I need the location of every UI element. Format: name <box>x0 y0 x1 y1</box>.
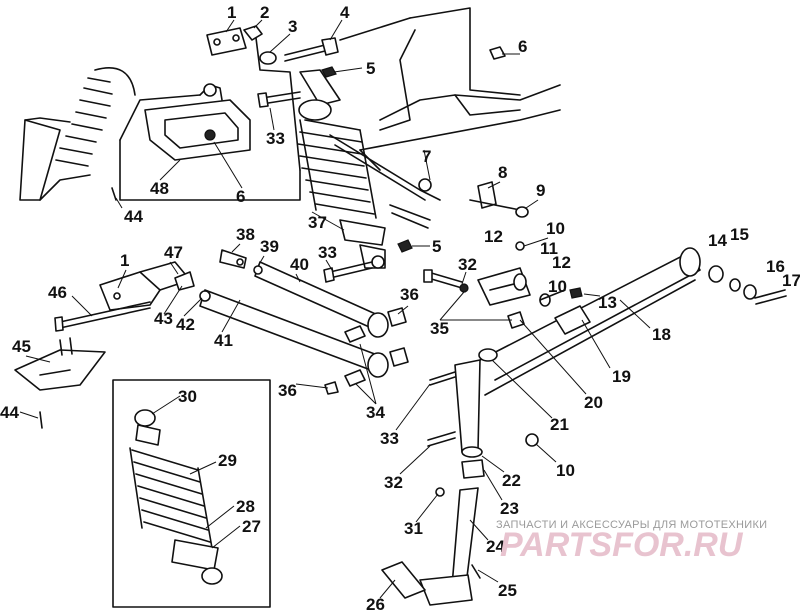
callout-6-bracket: 6 <box>236 187 245 206</box>
callout-33-top: 33 <box>266 129 285 148</box>
bolt-33-mid <box>323 261 373 283</box>
bolt-33-upper <box>257 91 301 108</box>
callout-48: 48 <box>150 179 169 198</box>
callout-10-low: 10 <box>556 461 575 480</box>
callout-5-mid: 5 <box>432 237 441 256</box>
callout-1-mid: 1 <box>120 251 129 270</box>
callout-29: 29 <box>218 451 237 470</box>
callout-31: 31 <box>404 519 423 538</box>
nut-5-lower <box>397 239 413 253</box>
callout-37: 37 <box>308 213 327 232</box>
bolt-32-upper <box>423 269 469 293</box>
callout-23: 23 <box>500 499 519 518</box>
tie-bar-7 <box>329 134 441 229</box>
bushing-washer-group <box>469 181 529 251</box>
callout-32-mid: 32 <box>458 255 477 274</box>
callout-42: 42 <box>176 315 195 334</box>
callout-2: 2 <box>260 3 269 22</box>
shock-mount-bracket <box>144 83 251 161</box>
callout-4: 4 <box>340 3 350 22</box>
frame-outline <box>119 7 561 201</box>
callout-8: 8 <box>498 163 507 182</box>
callout-45: 45 <box>12 337 31 356</box>
nut-5-upper <box>321 66 337 78</box>
callout-21: 21 <box>550 415 569 434</box>
callout-13: 13 <box>598 293 617 312</box>
callout-33-low: 33 <box>380 429 399 448</box>
spindle-assembly <box>381 348 539 606</box>
a-arm-18 <box>479 247 787 396</box>
watermark-subtitle: ЗАПЧАСТИ И АКСЕССУАРЫ ДЛЯ МОТОТЕХНИКИ <box>496 519 767 531</box>
callout-39: 39 <box>260 237 279 256</box>
callout-40: 40 <box>290 255 309 274</box>
top-plate-and-nut <box>206 25 263 56</box>
callout-3: 3 <box>288 17 297 36</box>
callout-24: 24 <box>486 537 505 556</box>
callout-43: 43 <box>154 309 173 328</box>
callout-1-top: 1 <box>227 3 236 22</box>
callout-16: 16 <box>766 257 785 276</box>
watermark: ЗАПЧАСТИ И АКСЕССУАРЫ ДЛЯ МОТОТЕХНИКИ PA… <box>496 519 767 564</box>
spindle-bracket <box>477 267 583 307</box>
callout-38: 38 <box>236 225 255 244</box>
callout-11: 11 <box>540 239 558 258</box>
watermark-logo: PARTSFOR.RU <box>500 526 744 564</box>
callout-44-low: 44 <box>0 403 19 422</box>
callout-7: 7 <box>422 147 431 166</box>
callout-9: 9 <box>536 181 545 200</box>
callout-41: 41 <box>214 331 233 350</box>
callout-36-right: 36 <box>400 285 419 304</box>
callout-12-top: 12 <box>484 227 503 246</box>
left-installed-shock <box>19 67 136 201</box>
callout-27: 27 <box>242 517 261 536</box>
callout-28: 28 <box>236 497 255 516</box>
callout-26: 26 <box>366 595 385 612</box>
callout-10-top: 10 <box>546 219 565 238</box>
radius-rods <box>199 261 409 395</box>
inset-shock-box <box>112 379 271 608</box>
callout-15: 15 <box>730 225 749 244</box>
callout-47: 47 <box>164 243 183 262</box>
clip-44-lower <box>39 411 43 429</box>
skid-plate-45 <box>14 337 106 391</box>
callout-6-top: 6 <box>518 37 527 56</box>
callout-14: 14 <box>708 231 727 250</box>
callout-labels: 1 2 3 4 5 6 33 6 48 44 7 8 9 10 12 11 12… <box>0 3 800 612</box>
callout-25: 25 <box>498 581 517 600</box>
clip-44-upper <box>111 187 117 201</box>
inset-frame <box>112 379 271 608</box>
callout-30: 30 <box>178 387 197 406</box>
bracket-47-bolt-46 <box>54 261 211 332</box>
main-shock-absorber <box>297 69 386 269</box>
callout-36-low: 36 <box>278 381 297 400</box>
nut-6-right <box>489 46 506 60</box>
callout-46: 46 <box>48 283 67 302</box>
callout-32-low: 32 <box>384 473 403 492</box>
callout-18: 18 <box>652 325 671 344</box>
callout-19: 19 <box>612 367 631 386</box>
callout-33-mid: 33 <box>318 243 337 262</box>
callout-44-top: 44 <box>124 207 143 226</box>
rod-end-38 <box>219 249 263 275</box>
callout-10-mid: 10 <box>548 277 567 296</box>
callout-12-right: 12 <box>552 253 571 272</box>
leader-lines <box>19 19 651 599</box>
callout-35: 35 <box>430 319 449 338</box>
callout-5-top: 5 <box>366 59 375 78</box>
callout-17: 17 <box>782 271 800 290</box>
callout-20: 20 <box>584 393 603 412</box>
callout-22: 22 <box>502 471 521 490</box>
callout-34: 34 <box>366 403 385 422</box>
